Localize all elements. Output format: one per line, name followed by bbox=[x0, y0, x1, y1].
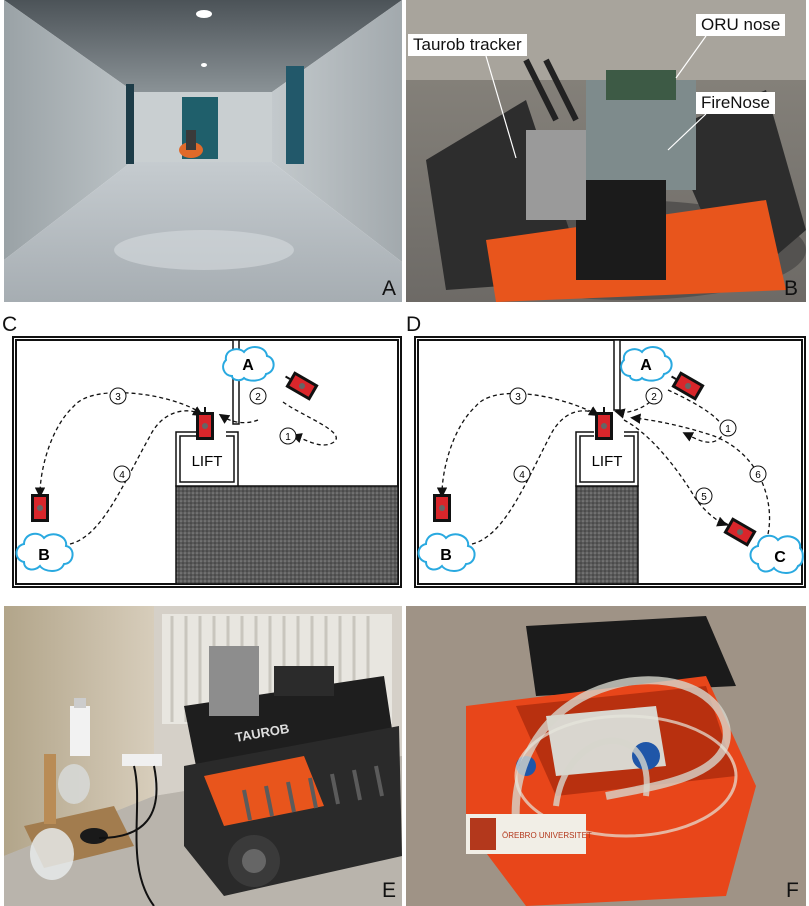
step-4: 4 bbox=[513, 465, 531, 483]
step-1: 1 bbox=[279, 427, 297, 445]
callout-taurob-tracker: Taurob tracker bbox=[408, 34, 527, 56]
panel-label-b: B bbox=[784, 277, 799, 300]
lift-label: LIFT bbox=[592, 453, 623, 470]
panel-c-floor-map: LIFT 1 2 3 4 A B bbox=[12, 336, 402, 588]
callout-firenose: FireNose bbox=[696, 92, 775, 114]
panel-a-corridor-photo: A bbox=[4, 0, 402, 302]
corridor-photo bbox=[4, 0, 402, 302]
step-4: 4 bbox=[113, 465, 131, 483]
panel-b-robot-photo: Taurob tracker ORU nose FireNose B bbox=[406, 0, 806, 302]
svg-text:3: 3 bbox=[115, 392, 121, 403]
svg-text:4: 4 bbox=[119, 470, 125, 481]
svg-text:5: 5 bbox=[701, 492, 707, 503]
panel-label-c: C bbox=[2, 313, 18, 336]
callout-oru-nose: ORU nose bbox=[696, 14, 786, 36]
step-2: 2 bbox=[645, 387, 663, 405]
lift-label: LIFT bbox=[192, 453, 223, 470]
cloud-location-b: B bbox=[15, 532, 74, 572]
step-3: 3 bbox=[109, 387, 127, 405]
sensor-box-photo: ÖREBRO UNIVERSITET bbox=[406, 606, 806, 906]
cloud-location-a: A bbox=[620, 346, 673, 382]
robot: TAUROB bbox=[184, 646, 402, 896]
panel-label-e: E bbox=[382, 879, 397, 902]
svg-text:3: 3 bbox=[515, 392, 521, 403]
svg-text:B: B bbox=[440, 547, 452, 564]
step-6: 6 bbox=[749, 465, 767, 483]
panel-d-floor-map: LIFT 1 2 3 4 5 6 A B C bbox=[414, 336, 806, 588]
step-3: 3 bbox=[509, 387, 527, 405]
step-2: 2 bbox=[249, 387, 267, 405]
panel-label-a: A bbox=[382, 277, 397, 300]
svg-text:B: B bbox=[38, 547, 50, 564]
svg-text:A: A bbox=[242, 357, 254, 374]
floor-map-d: LIFT 1 2 3 4 5 6 A B C bbox=[414, 336, 806, 588]
svg-text:6: 6 bbox=[755, 470, 761, 481]
svg-text:4: 4 bbox=[519, 470, 525, 481]
sticker-text: ÖREBRO UNIVERSITET bbox=[502, 831, 592, 840]
floor-map-c: LIFT 1 2 3 4 A B bbox=[12, 336, 402, 588]
cloud-location-b: B bbox=[417, 532, 476, 572]
svg-text:A: A bbox=[640, 357, 652, 374]
svg-text:1: 1 bbox=[725, 424, 731, 435]
robot-room-photo: TAUROB bbox=[4, 606, 402, 906]
panel-f-sensor-box-photo: ÖREBRO UNIVERSITET F bbox=[406, 606, 806, 906]
panel-label-f: F bbox=[786, 879, 799, 902]
svg-text:C: C bbox=[774, 549, 786, 566]
cloud-location-a: A bbox=[222, 346, 275, 382]
step-1: 1 bbox=[719, 419, 737, 437]
experiment-setup bbox=[24, 698, 162, 906]
panel-label-d: D bbox=[406, 313, 422, 336]
panel-e-robot-room-photo: TAUROB E bbox=[4, 606, 402, 906]
cloud-location-c: C bbox=[749, 534, 804, 574]
step-5: 5 bbox=[695, 487, 713, 505]
svg-text:1: 1 bbox=[285, 432, 291, 443]
svg-text:2: 2 bbox=[255, 392, 261, 403]
svg-text:2: 2 bbox=[651, 392, 657, 403]
